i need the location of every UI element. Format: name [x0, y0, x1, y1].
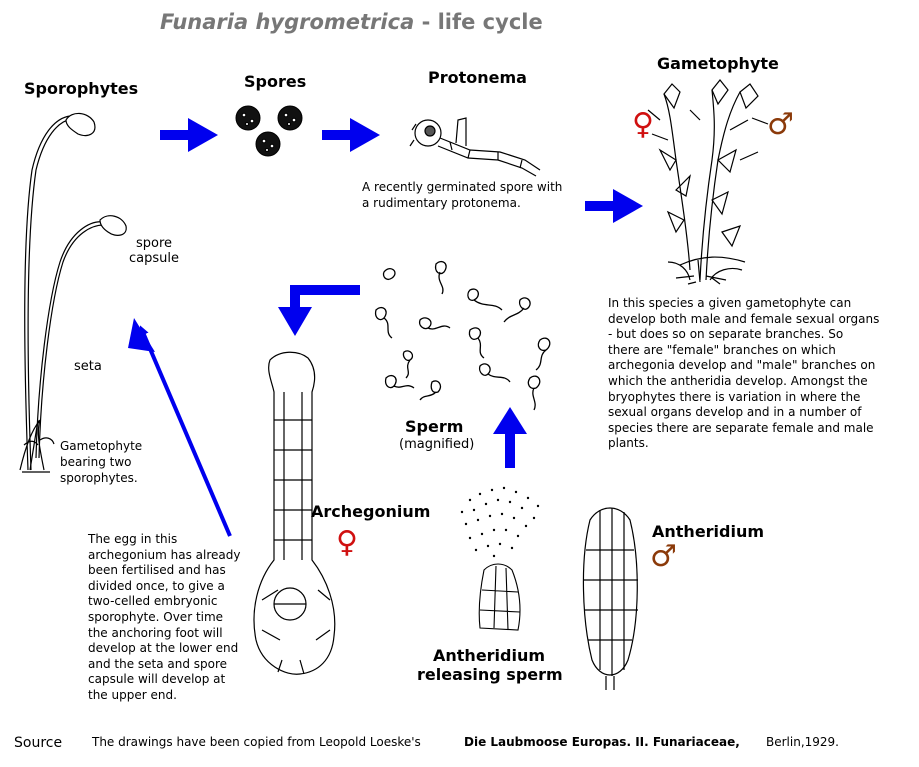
heading-antheridium-releasing-1: Antheridium [433, 646, 546, 665]
heading-archegonium: Archegonium [311, 502, 431, 521]
protonema-drawing [409, 117, 541, 177]
heading-antheridium: Antheridium [652, 522, 765, 541]
caption-gametophyte-line: species there are separate female and ma… [608, 420, 874, 435]
caption-archegonium-line: been fertilised and has [88, 563, 226, 578]
male-symbol-antheridium: ♂ [650, 539, 677, 574]
sperm-drawing [374, 260, 551, 411]
footer-source-text: The drawings have been copied from Leopo… [92, 735, 421, 749]
footer-source-year: Berlin,1929. [766, 735, 839, 749]
arrow-to-archegonium [278, 285, 360, 336]
label-gametophyte-bearing-1: Gametophyte [60, 439, 143, 453]
caption-archegonium-line: and the seta and spore [88, 656, 228, 671]
label-seta: seta [74, 359, 102, 374]
label-capsule: capsule [129, 251, 179, 266]
caption-archegonium: The egg in this archegonium has already … [88, 532, 258, 704]
arrow-spores-to-protonema [322, 118, 380, 152]
caption-archegonium-line: divided once, to give a [88, 578, 225, 593]
caption-archegonium-line: the upper end. [88, 687, 177, 702]
caption-gametophyte-line: which the antheridia develop. Amongst th… [608, 373, 868, 388]
caption-protonema-2: a rudimentary protonema. [362, 196, 521, 210]
caption-gametophyte-line: plants. [608, 436, 649, 451]
footer-book-title: Die Laubmoose Europas. II. Funariaceae, [464, 735, 740, 749]
caption-gametophyte-line: there are "female" branches on which [608, 342, 836, 357]
sperm-magnified-note: (magnified) [399, 437, 475, 452]
heading-sperm: Sperm [405, 417, 464, 436]
caption-gametophyte-line: In this species a given gametophyte can [608, 296, 852, 310]
caption-archegonium-line: two-celled embryonic [88, 594, 218, 609]
caption-archegonium-line: the anchoring foot will [88, 625, 223, 640]
antheridium-drawing [582, 507, 638, 690]
male-symbol-gametophyte: ♂ [767, 107, 794, 142]
arrow-archegonium-to-sporophytes [128, 318, 232, 537]
page-title: Funaria hygrometrica - life cycle [160, 10, 543, 34]
caption-gametophyte: In this species a given gametophyte can … [608, 296, 913, 452]
caption-archegonium-line: capsule will develop at [88, 672, 226, 687]
sporophytes-drawing [19, 112, 127, 473]
label-gametophyte-bearing-3: sporophytes. [60, 471, 138, 485]
caption-protonema-1: A recently germinated spore with [362, 180, 563, 194]
caption-archegonium-line: archegonium has already [88, 547, 241, 562]
caption-archegonium-line: The egg in this [88, 532, 178, 546]
caption-gametophyte-line: sexual organs develop and in a number of [608, 405, 862, 420]
gametophyte-drawing [647, 79, 769, 285]
arrow-antheridium-to-sperm [493, 407, 527, 468]
footer-source-label: Source [14, 735, 63, 751]
female-symbol-archegonium: ♀ [336, 525, 358, 560]
spores-drawing [235, 105, 303, 157]
heading-spores: Spores [244, 72, 307, 91]
caption-gametophyte-line: develop both male and female sexual orga… [608, 311, 880, 326]
caption-gametophyte-line: - but does so on separate branches. So [608, 327, 844, 342]
caption-gametophyte-line: bryophytes there is variation in where t… [608, 389, 861, 404]
female-symbol-gametophyte: ♀ [632, 107, 654, 142]
heading-protonema: Protonema [428, 68, 527, 87]
label-spore: spore [136, 236, 173, 251]
heading-antheridium-releasing-2: releasing sperm [417, 665, 563, 684]
arrow-sporophytes-to-spores [160, 118, 218, 152]
caption-archegonium-line: sporophyte. Over time [88, 609, 224, 624]
title-species: Funaria hygrometrica [160, 10, 415, 34]
label-gametophyte-bearing-2: bearing two [60, 455, 132, 469]
heading-gametophyte: Gametophyte [657, 54, 779, 73]
title-suffix: - life cycle [421, 10, 543, 34]
caption-archegonium-line: develop at the lower end [88, 641, 239, 656]
heading-sporophytes: Sporophytes [24, 79, 139, 98]
arrow-protonema-to-gametophyte [585, 189, 643, 223]
caption-gametophyte-line: archegonia develop and "male" branches o… [608, 358, 876, 373]
cycle-arrows [128, 118, 643, 537]
antheridium-releasing-drawing [460, 486, 540, 631]
archegonium-drawing [253, 351, 336, 675]
